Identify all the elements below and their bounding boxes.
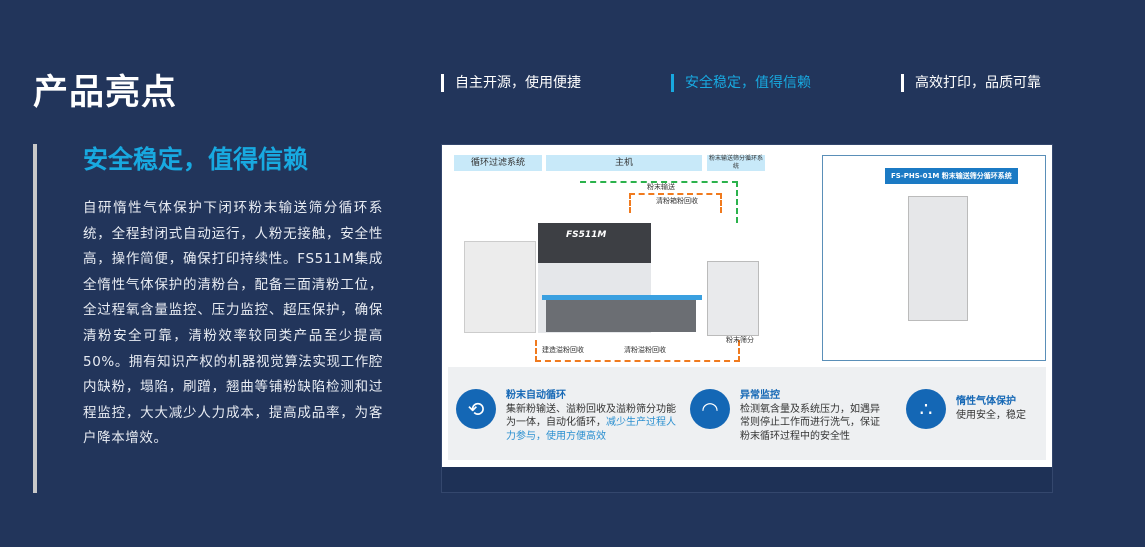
flow-label-build-overflow: 建造溢粉回收 <box>542 346 584 354</box>
feature-title: 粉末自动循环 <box>506 390 566 401</box>
section-title: 安全稳定，值得信赖 <box>83 145 309 174</box>
flow-label-sieve: 粉末筛分 <box>726 336 754 344</box>
feature-title: 异常监控 <box>740 390 780 401</box>
feature-text: 使用安全，稳定 <box>956 409 1026 421</box>
feature-auto-cycle: 粉末自动循环 集新粉输送、溢粉回收及溢粉筛分功能为一体，自动化循环，减少生产过程… <box>506 389 676 443</box>
filter-cabinet <box>464 241 536 333</box>
feature-highlight: 减少生产过程人力参与，使用方便高效 <box>506 417 676 442</box>
feature-inert-gas: 惰性气体保护 使用安全，稳定 <box>956 395 1041 422</box>
cycle-icon: ⟲ <box>456 389 496 429</box>
flow-cleaning-recovery <box>629 193 722 213</box>
label-filter-system: 循环过滤系统 <box>454 155 542 171</box>
feature-text: 检测氧含量及系统压力，如遇异常则停止工作而进行洗气，保证粉末循环过程中的安全性 <box>740 403 880 442</box>
machine-logo: FS511M <box>566 230 607 240</box>
feature-monitoring: 异常监控 检测氧含量及系统压力，如遇异常则停止工作而进行洗气，保证粉末循环过程中… <box>740 389 880 443</box>
highlight-tabs: 自主开源，使用便捷 安全稳定，值得信赖 高效打印，品质可靠 <box>441 74 1061 94</box>
gas-icon: ∴ <box>906 389 946 429</box>
flow-overflow-recovery <box>535 340 740 362</box>
flow-label-cleaning: 清粉箱粉回收 <box>656 197 698 205</box>
flow-powder-feed <box>580 181 738 223</box>
tab-efficient-printing[interactable]: 高效打印，品质可靠 <box>901 74 1041 92</box>
gauge-icon: ◠ <box>690 389 730 429</box>
tab-safe-stable[interactable]: 安全稳定，值得信赖 <box>671 74 811 92</box>
flow-label-clean-overflow: 清粉溢粉回收 <box>624 346 666 354</box>
feature-text: 集新粉输送、溢粉回收及溢粉筛分功能为一体，自动化循环， <box>506 403 676 429</box>
feature-strip: ⟲ 粉末自动循环 集新粉输送、溢粉回收及溢粉筛分功能为一体，自动化循环，减少生产… <box>448 367 1046 460</box>
product-image-panel: 循环过滤系统 主机 粉末输送筛分循环系统 粉末输送 清粉箱粉回收 建造溢粉回收 … <box>441 144 1053 493</box>
sieve-machine-photo <box>908 196 968 321</box>
inset-label: FS-PHS-01M 粉末输送筛分循环系统 <box>885 168 1018 184</box>
label-sieve-system: 粉末输送筛分循环系统 <box>707 155 765 171</box>
sieve-unit <box>707 261 759 336</box>
flow-label-feed: 粉末输送 <box>647 183 675 191</box>
tab-open-source[interactable]: 自主开源，使用便捷 <box>441 74 581 92</box>
printer-base <box>546 300 696 332</box>
cleaning-platform <box>542 295 702 300</box>
sieve-system-inset: FS-PHS-01M 粉末输送筛分循环系统 <box>822 155 1046 361</box>
system-diagram: 循环过滤系统 主机 粉末输送筛分循环系统 粉末输送 清粉箱粉回收 建造溢粉回收 … <box>442 145 1052 467</box>
section-description: 自研惰性气体保护下闭环粉末输送筛分循环系统，全程封闭式自动运行，人粉无接触，安全… <box>83 200 383 447</box>
label-main-unit: 主机 <box>546 155 702 171</box>
feature-title: 惰性气体保护 <box>956 396 1016 407</box>
printer-top: FS511M <box>538 223 651 263</box>
section-divider <box>33 144 37 493</box>
page-title: 产品亮点 <box>33 73 178 113</box>
